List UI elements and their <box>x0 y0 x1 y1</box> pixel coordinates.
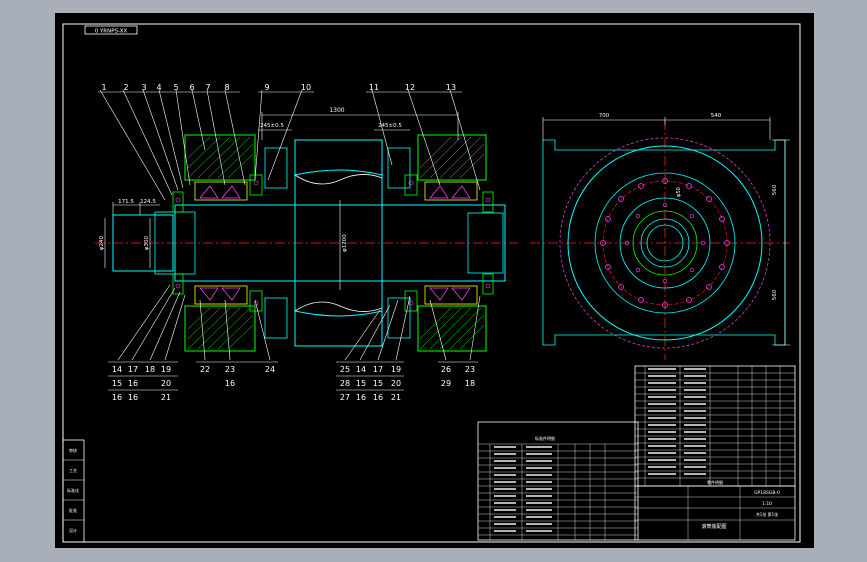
dim-drum-diam: φ1200 <box>342 234 348 252</box>
callout-bottom: 28 <box>340 379 350 388</box>
title-tag-box <box>84 25 138 35</box>
drawing-sheet-count: 共1张 第1张 <box>756 511 778 517</box>
stamp-label: 工艺 <box>69 468 77 473</box>
dim-left-gap: 245±0.5 <box>260 123 284 129</box>
bom-right-header: 零件明细 <box>707 479 723 485</box>
dim-side-height-top: 560 <box>772 184 778 195</box>
callout-bottom: 16 <box>356 393 366 402</box>
stamp-label: 审核 <box>69 447 77 453</box>
callout-top: 7 <box>205 83 210 92</box>
stamp-label: 设计 <box>69 527 77 533</box>
bearing-left-top <box>194 181 248 201</box>
callout-bottom: 19 <box>391 365 401 374</box>
callout-bottom: 29 <box>441 379 451 388</box>
callout-bottom: 23 <box>465 365 475 374</box>
bom-table-right: 零件明细 <box>634 365 796 487</box>
callout-bottom: 27 <box>340 393 350 402</box>
dim-shaft-len2: 124.5 <box>140 199 156 205</box>
callout-top: 12 <box>405 83 415 92</box>
callout-bottom: 24 <box>265 365 275 374</box>
callout-top: 2 <box>123 83 128 92</box>
callout-bottom: 14 <box>356 365 366 374</box>
bom-left-header: 标准件明细 <box>535 435 555 441</box>
callout-bottom: 20 <box>391 379 401 388</box>
callout-top: 5 <box>173 83 178 92</box>
callout-bottom: 17 <box>128 365 138 374</box>
bolt-holes-inner <box>624 202 706 284</box>
bolt-holes-outer <box>600 178 730 308</box>
side-view: 700 540 560 560 φ50 <box>530 113 790 360</box>
dim-overall-length: 1300 <box>329 107 344 114</box>
drum-shell-top <box>294 139 383 176</box>
callout-bottom: 16 <box>373 393 383 402</box>
title-tag: 0 YRNPS-XX <box>95 29 128 35</box>
callout-bottom: 16 <box>128 379 138 388</box>
callout-bottom: 26 <box>441 365 451 374</box>
dim-side-center: φ50 <box>676 187 682 197</box>
left-housing-bottom <box>184 305 256 352</box>
front-section-view: 1300 245±0.5 245±0.5 171.5 124.5 φ240 φ3… <box>95 83 518 402</box>
dim-side-height-bottom: 560 <box>772 289 778 300</box>
drum-rim-circle <box>567 145 763 341</box>
callout-bottom: 16 <box>225 379 235 388</box>
callout-bottom: 14 <box>112 365 122 374</box>
title-block: 滚筒装配图 GP18SGB-0 1:10 共1张 第1张 <box>634 485 796 541</box>
callout-bottom: 23 <box>225 365 235 374</box>
callout-bottom: 18 <box>145 365 155 374</box>
callout-bottom: 15 <box>373 379 383 388</box>
callout-bottom: 17 <box>373 365 383 374</box>
callout-bottom: 22 <box>200 365 210 374</box>
stamp-label: 标准化 <box>67 487 79 493</box>
callout-top: 11 <box>369 83 379 92</box>
callout-top: 4 <box>156 83 161 92</box>
drawing-name: 滚筒装配图 <box>701 523 726 530</box>
callout-top: 9 <box>264 83 269 92</box>
callout-bottom: 18 <box>465 379 475 388</box>
side-frame <box>542 139 786 346</box>
dim-side-width-left: 700 <box>599 113 610 119</box>
callout-bottom: 15 <box>356 379 366 388</box>
callout-top: 6 <box>189 83 194 92</box>
callout-top: 1 <box>101 83 106 92</box>
dim-right-gap: 245±0.5 <box>378 123 402 129</box>
bearing-left-bottom <box>194 285 248 305</box>
callout-bottom: 25 <box>340 365 350 374</box>
drum-outer-circle <box>559 137 771 349</box>
bearing-right-top <box>424 181 478 201</box>
dim-side-width-right: 540 <box>711 113 722 119</box>
callout-bottom: 15 <box>112 379 122 388</box>
dim-shaft-diam: φ240 <box>99 235 105 250</box>
callout-bottom: 16 <box>128 393 138 402</box>
callout-top: 3 <box>141 83 146 92</box>
right-housing-top <box>417 134 487 181</box>
callout-bottom: 16 <box>112 393 122 402</box>
dim-shaft-diam2: φ300 <box>144 235 150 250</box>
drawing-frame <box>62 23 801 543</box>
drawing-number: GP18SGB-0 <box>754 490 780 496</box>
callout-bottom: 19 <box>161 365 171 374</box>
right-housing-bottom <box>417 305 487 352</box>
dim-shaft-len1: 171.5 <box>118 199 134 205</box>
bom-table-left: 标准件明细 <box>477 421 639 541</box>
callout-bottom: 21 <box>161 393 171 402</box>
callout-top: 13 <box>446 83 456 92</box>
drawing-scale: 1:10 <box>762 501 772 507</box>
callout-top: 10 <box>301 83 311 92</box>
left-stamp-column: 审核 工艺 标准化 批准 设计 <box>62 439 85 543</box>
callout-top: 8 <box>224 83 229 92</box>
bearing-right-bottom <box>424 285 478 305</box>
left-housing-top <box>184 134 256 181</box>
callout-bottom: 21 <box>391 393 401 402</box>
drum-shell-bottom <box>294 310 383 347</box>
stamp-label: 批准 <box>69 507 77 513</box>
callout-bottom: 20 <box>161 379 171 388</box>
